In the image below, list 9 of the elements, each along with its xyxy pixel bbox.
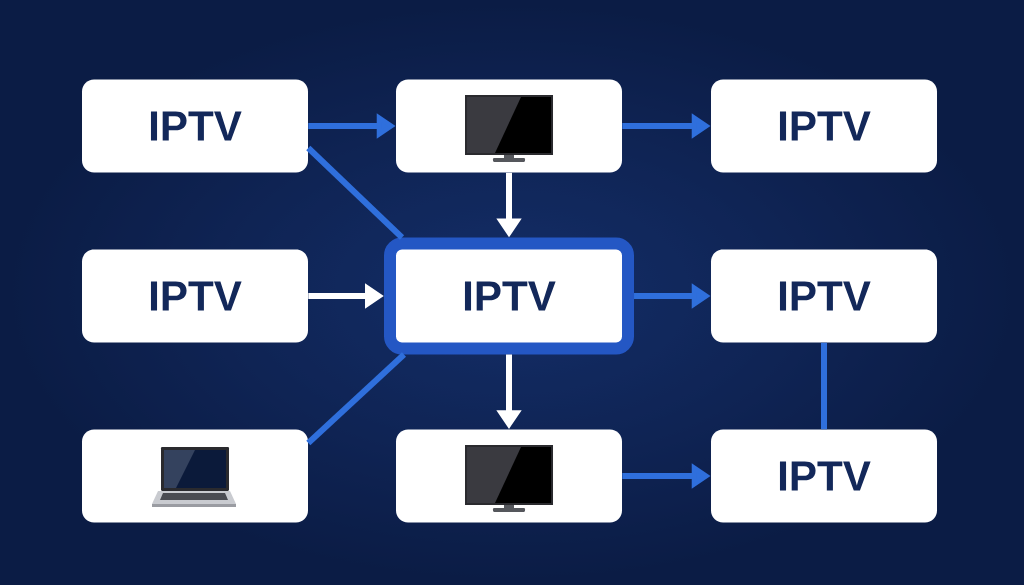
highlighted-box: IPTV: [384, 237, 634, 355]
connector-line: [306, 352, 407, 446]
connector-line: [306, 145, 405, 240]
process-box: IPTV: [711, 249, 937, 343]
connector-line: [821, 342, 827, 430]
process-box: IPTV: [82, 249, 308, 343]
process-box: IPTV: [711, 79, 937, 173]
process-box: IPTV: [82, 79, 308, 173]
process-box: IPTV: [711, 429, 937, 523]
